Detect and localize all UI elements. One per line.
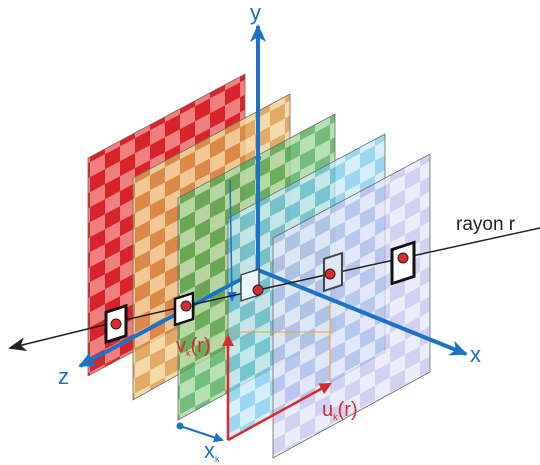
xk-axis-line — [226, 179, 237, 302]
v-main: v — [176, 335, 186, 357]
xk-vector — [179, 425, 224, 443]
red-dot-icon — [110, 318, 122, 330]
sample-points — [110, 252, 409, 330]
z-axis-label: z — [58, 364, 69, 389]
u-arrow — [227, 382, 332, 442]
axes — [78, 24, 468, 443]
xk-origin-dot — [176, 422, 184, 430]
y-axis-label: y — [250, 0, 261, 25]
u-main: u — [322, 399, 333, 421]
xk-label: xk — [204, 438, 220, 464]
v-label: vk(r) — [176, 335, 210, 358]
u-sub: k — [333, 412, 338, 422]
red-dot-icon — [397, 252, 409, 264]
red-dot-icon — [180, 300, 192, 312]
red-dot-icon — [324, 268, 336, 280]
v-sub: k — [186, 348, 191, 358]
x-axis-line — [257, 268, 468, 356]
projection-guides — [228, 300, 331, 382]
z-axis-line — [78, 268, 259, 368]
u-arg: (r) — [338, 399, 358, 421]
xk-main: x — [204, 438, 215, 463]
origin-dot — [255, 155, 261, 161]
red-dot-icon — [252, 284, 264, 296]
projection-arrows — [222, 334, 332, 442]
ray-label: rayon r — [456, 214, 516, 235]
v-arg: (r) — [191, 335, 211, 357]
xk-sub: k — [215, 454, 220, 464]
u-label: uk(r) — [322, 399, 358, 422]
x-axis-label: x — [470, 342, 481, 367]
